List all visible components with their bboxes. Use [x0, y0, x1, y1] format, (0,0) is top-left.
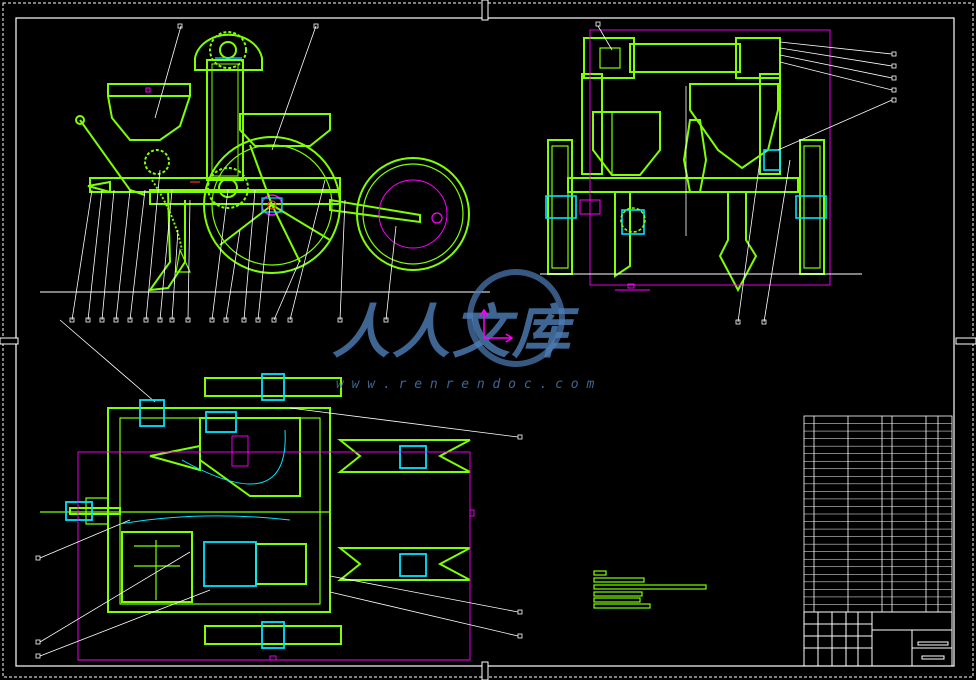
top-balloons [35, 434, 523, 659]
side-view [547, 37, 825, 293]
front-leader-lines [59, 25, 397, 403]
watermark-url: w w w . r e n r e n d o c . c o m [336, 377, 594, 392]
parts-list-rows [804, 423, 952, 605]
top-leader-lines [39, 407, 519, 657]
side-view-baseline [540, 86, 862, 275]
front-balloons [69, 23, 389, 323]
front-view-details [190, 57, 283, 213]
watermark-ring-icon [467, 269, 565, 367]
watermark-brand: 人人文库 [332, 298, 580, 366]
side-balloons [595, 21, 897, 325]
top-view-details [65, 373, 427, 649]
technical-notes [593, 570, 707, 609]
front-view [75, 31, 470, 292]
top-view-dimensions [77, 435, 475, 661]
watermark-axis-icon [479, 308, 514, 343]
side-view-dimensions [589, 29, 831, 291]
watermark: 人人文库 w w w . r e n r e n d o c . c o m [332, 269, 594, 392]
title-block [803, 611, 953, 667]
side-leader-lines [597, 25, 893, 323]
side-view-details [545, 149, 827, 235]
top-view [40, 377, 471, 645]
